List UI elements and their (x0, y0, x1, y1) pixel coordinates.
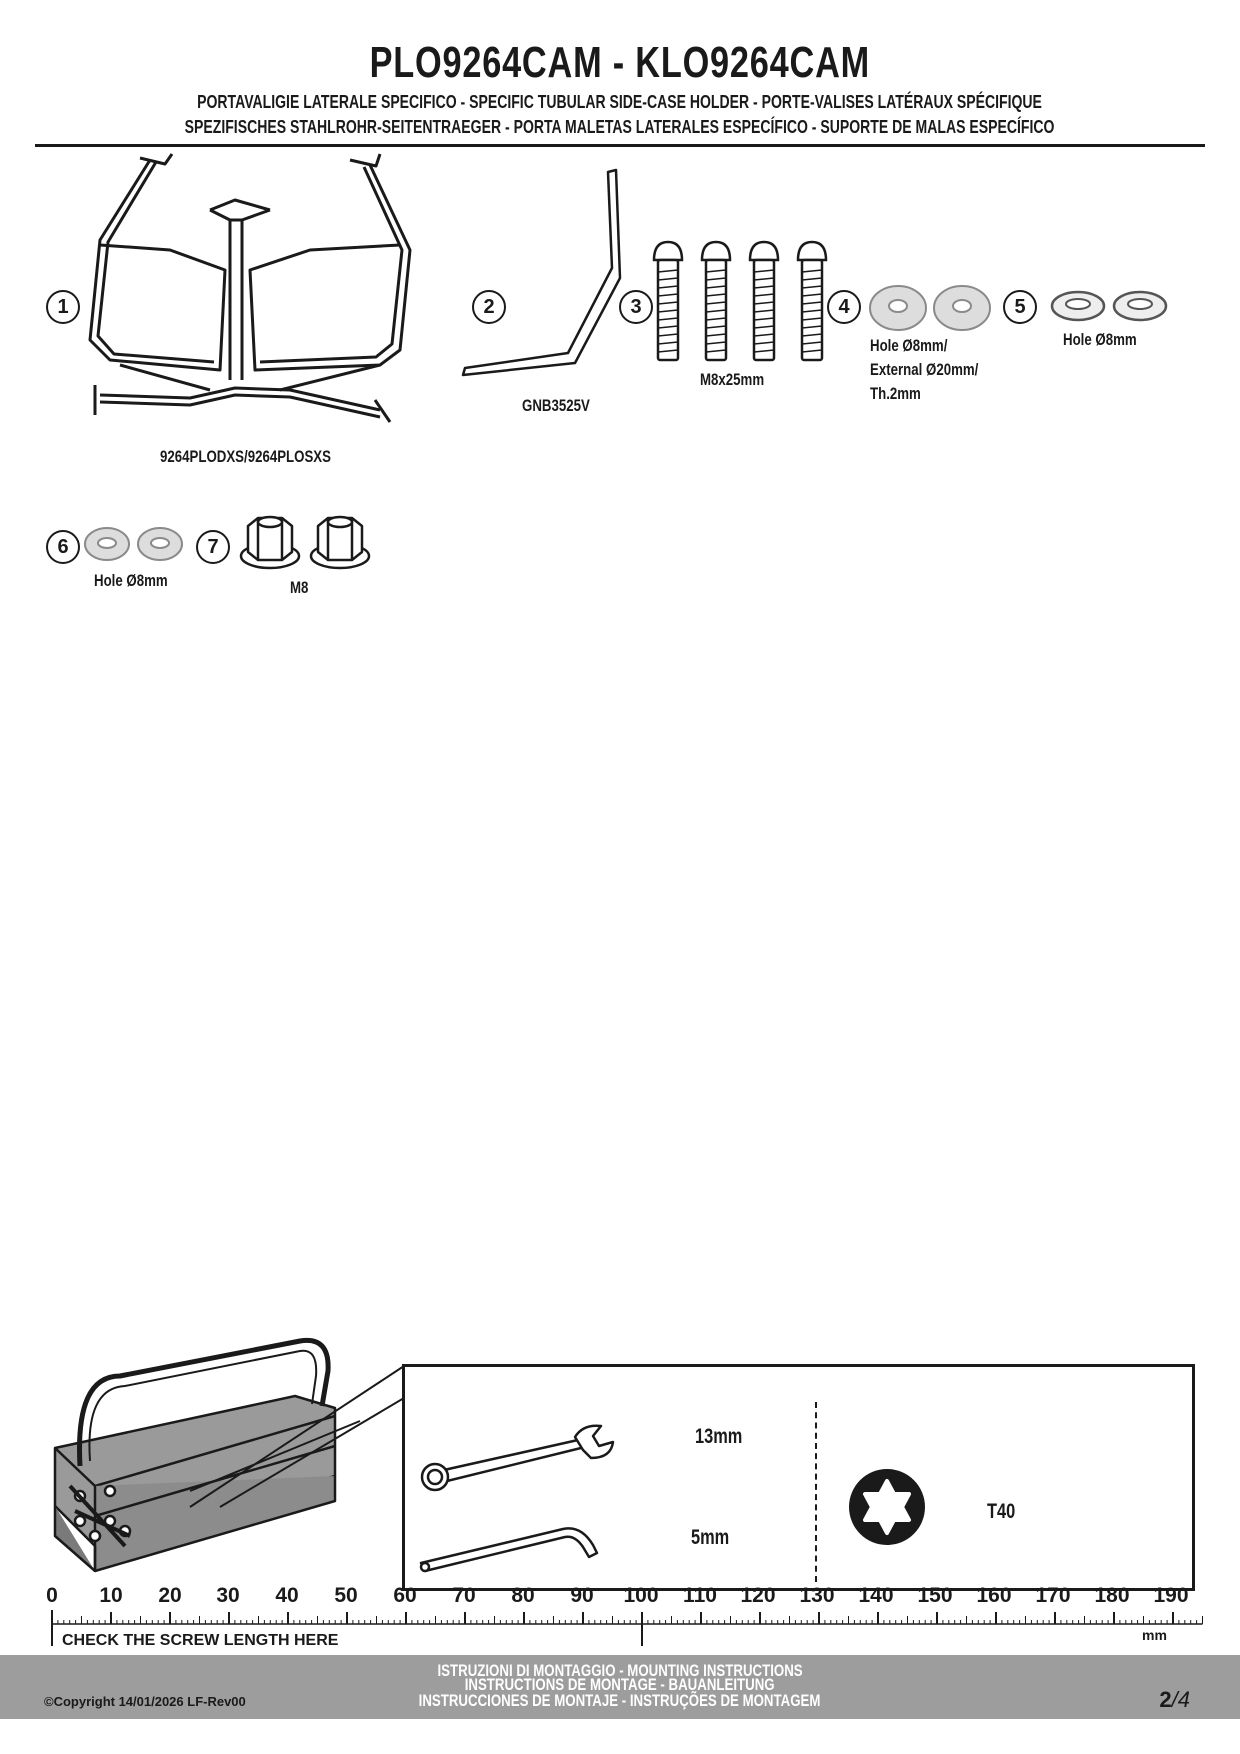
torx-icon (849, 1469, 925, 1545)
header-divider (35, 144, 1205, 147)
part-number-4: 4 (827, 290, 861, 324)
ruler-unit: mm (1142, 1627, 1167, 1643)
part-label-3: M8x25mm (700, 370, 765, 389)
ruler-tick-label: 130 (799, 1584, 835, 1607)
torx-size-label: T40 (987, 1500, 1016, 1523)
part-label-5: Hole Ø8mm (1063, 330, 1137, 349)
ruler-tick-label: 0 (46, 1584, 58, 1607)
part-number-3: 3 (619, 290, 653, 324)
wrench-icon (420, 1424, 615, 1492)
footer-bar: ISTRUZIONI DI MONTAGGIO - MOUNTING INSTR… (0, 1655, 1240, 1719)
wrench-size-label: 13mm (695, 1425, 743, 1448)
footer-line-3: INSTRUCCIONES DE MONTAJE - INSTRUÇÕES DE… (419, 1691, 821, 1710)
ruler-tick-label: 150 (917, 1584, 953, 1607)
ruler-tick-label: 140 (858, 1584, 894, 1607)
ruler-tick-label: 10 (99, 1584, 123, 1607)
part-label-4: Hole Ø8mm/ External Ø20mm/ Th.2mm (870, 336, 979, 403)
washers-icon (84, 527, 183, 561)
ruler-tick-label: 50 (334, 1584, 358, 1607)
ruler-tick-label: 40 (275, 1584, 299, 1607)
ruler-tick-label: 120 (740, 1584, 776, 1607)
tubular-frame-icon (88, 153, 412, 423)
allen-key-icon (419, 1527, 599, 1573)
screws-icon (652, 240, 828, 362)
subtitle-line-1: PORTAVALIGIE LATERALE SPECIFICO - SPECIF… (197, 92, 1043, 112)
part-number-7: 7 (196, 530, 230, 564)
ruler-marker-lines (51, 1610, 643, 1646)
allen-key-size-label: 5mm (691, 1526, 730, 1549)
ruler-tick-label: 160 (976, 1584, 1012, 1607)
ruler-tick-label: 70 (452, 1584, 476, 1607)
flange-nuts-icon (239, 515, 371, 570)
document-title: PLO9264CAM - KLO9264CAM (369, 38, 871, 87)
tools-divider (815, 1402, 817, 1582)
part-label-7: M8 (290, 578, 309, 597)
ruler-tick-label: 30 (216, 1584, 240, 1607)
footer-line-2: INSTRUCTIONS DE MONTAGE - BAUANLEITUNG (465, 1675, 775, 1694)
ruler-scale (51, 1610, 1203, 1646)
ruler-tick-label: 180 (1094, 1584, 1130, 1607)
ruler-tick-label: 90 (570, 1584, 594, 1607)
ruler-tick-label: 100 (623, 1584, 659, 1607)
callout-lines (189, 1365, 405, 1508)
ruler-numbers: 0 10 20 30 40 50 60 70 80 90 100 110 120… (0, 1584, 1240, 1614)
spring-washers-icon (1050, 290, 1168, 322)
part-number-1: 1 (46, 290, 80, 324)
check-screw-caption: CHECK THE SCREW LENGTH HERE (62, 1632, 339, 1649)
footer-line-1: ISTRUZIONI DI MONTAGGIO - MOUNTING INSTR… (437, 1661, 803, 1680)
ruler-tick-label: 80 (511, 1584, 535, 1607)
toolbox-icon (53, 1337, 361, 1573)
subtitle-line-2: SPEZIFISCHES STAHLROHR-SEITENTRAEGER - P… (185, 117, 1055, 137)
copyright-text: ©Copyright 14/01/2026 LF-Rev00 (44, 1694, 246, 1709)
ruler-tick-label: 190 (1153, 1584, 1189, 1607)
ruler-tick-label: 170 (1035, 1584, 1071, 1607)
tools-panel: 13mm 5mm T40 (402, 1364, 1195, 1591)
bracket-bar-icon (461, 168, 622, 377)
part-number-2: 2 (472, 290, 506, 324)
part-label-2: GNB3525V (522, 396, 590, 415)
ruler-tick-label: 60 (393, 1584, 417, 1607)
page-number: 2/4 (1159, 1687, 1190, 1712)
ruler-tick-label: 110 (683, 1584, 717, 1607)
part-label-6: Hole Ø8mm (94, 571, 168, 590)
part-number-6: 6 (46, 530, 80, 564)
part-label-1: 9264PLODXS/9264PLOSXS (160, 447, 332, 466)
ruler-tick-label: 20 (158, 1584, 182, 1607)
flat-washers-icon (869, 285, 991, 331)
part-number-5: 5 (1003, 290, 1037, 324)
